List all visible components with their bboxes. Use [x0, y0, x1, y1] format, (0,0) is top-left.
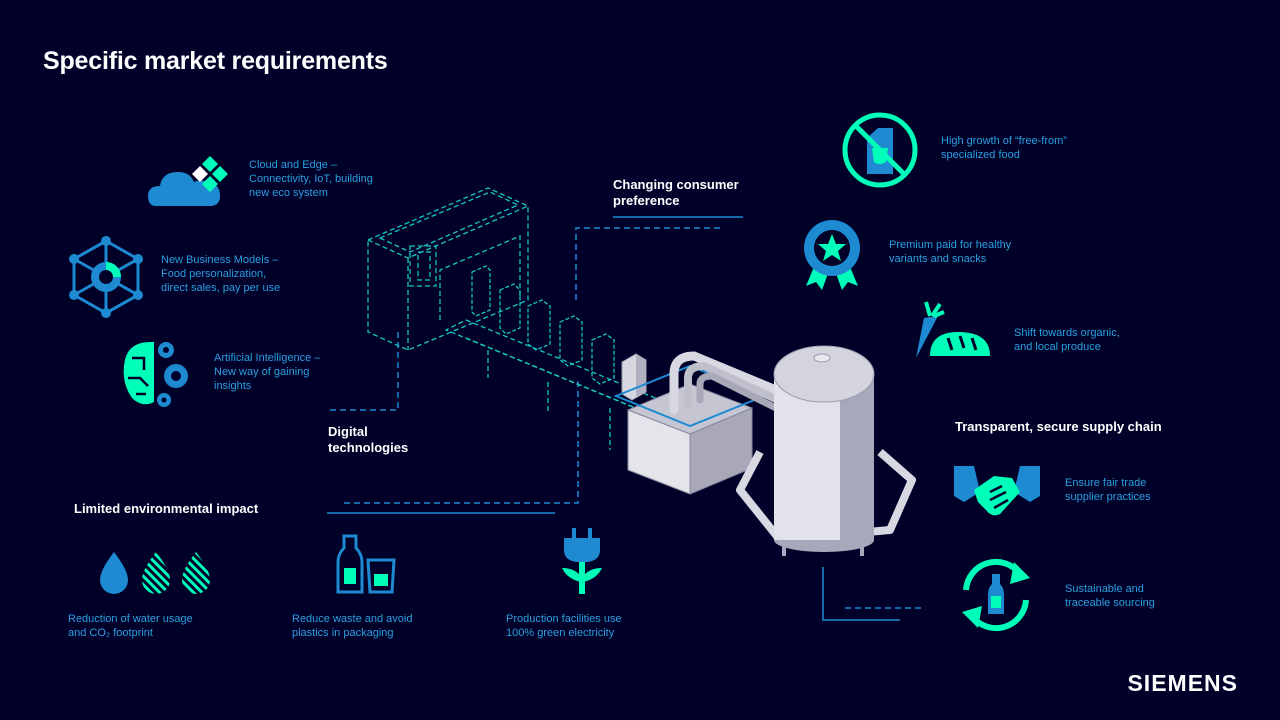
wireframe-cartons: [471, 265, 615, 385]
label-fairtrade: Ensure fair trade supplier practices: [1065, 477, 1151, 503]
label-business: New Business Models – Food personalizati…: [161, 254, 281, 294]
siemens-logo: SIEMENS: [1127, 670, 1238, 696]
heading-supply: Transparent, secure supply chain: [955, 419, 1162, 434]
award-badge-icon: [804, 220, 860, 290]
connector-tank: [822, 567, 900, 621]
label-ai: Artificial Intelligence – New way of gai…: [214, 352, 321, 392]
label-water: Reduction of water usage and CO₂ footpri…: [68, 613, 193, 639]
solid-pipes: [669, 351, 805, 424]
label-premium: Premium paid for healthy variants and sn…: [889, 239, 1012, 265]
heading-digital: Digital technologies: [328, 424, 409, 455]
connector-consumer: [575, 227, 720, 300]
no-milk-icon: [842, 112, 918, 188]
solid-carton: [621, 353, 647, 401]
plug-plant-icon: [562, 528, 602, 594]
label-green: Production facilities use 100% green ele…: [506, 613, 622, 639]
bottle-glass-icon: [336, 534, 396, 594]
carrot-bread-icon: [916, 301, 990, 358]
cloud-edge-icon: [148, 156, 228, 206]
label-waste: Reduce waste and avoid plastics in packa…: [292, 613, 413, 639]
handshake-icon: [954, 466, 1040, 516]
solid-tray: [613, 364, 767, 495]
connector-digital: [330, 330, 399, 411]
network-hexagon-icon: [69, 236, 143, 318]
connector-environment: [344, 380, 579, 504]
heading-consumer: Changing consumer preference: [613, 177, 739, 208]
recycle-bottle-icon: [962, 558, 1030, 632]
storage-tank: [773, 345, 875, 556]
label-freefrom: High growth of “free-from” specialized f…: [941, 135, 1067, 161]
label-sourcing: Sustainable and traceable sourcing: [1065, 583, 1155, 609]
brain-gears-icon: [123, 342, 188, 407]
label-cloud: Cloud and Edge – Connectivity, IoT, buil…: [249, 159, 373, 199]
label-organic: Shift towards organic, and local produce: [1014, 327, 1120, 353]
heading-environment: Limited environmental impact: [74, 501, 259, 516]
page-title: Specific market requirements: [43, 47, 388, 75]
water-drops-icon: [100, 552, 210, 594]
